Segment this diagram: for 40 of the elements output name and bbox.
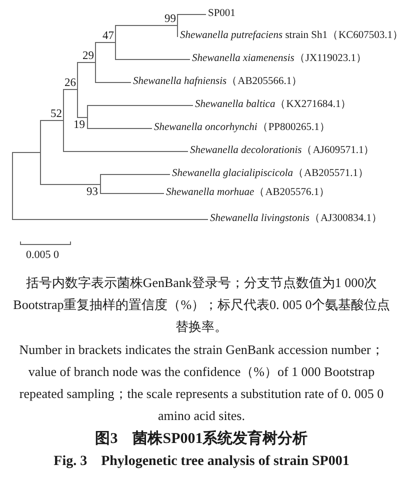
tree-branch: [12, 219, 208, 220]
figure-caption: Fig. 3 Phylogenetic tree analysis of strain SP001: [52, 453, 350, 471]
tree-branch: [100, 174, 170, 185]
taxon-label: Shewanella putrefaciens strain Sh1（KC607503.1）: [180, 30, 403, 42]
scale-label: 0.005 0: [26, 249, 59, 261]
taxon-label: Shewanella xiamenensis（JX119023.1）: [192, 53, 368, 65]
bootstrap-value: 26: [64, 77, 77, 89]
tree-branch: [40, 120, 64, 121]
tree-branch: [63, 89, 78, 121]
taxon-label: Shewanella oncorhynchi（PP800265.1）: [154, 122, 330, 134]
bootstrap-value: 19: [74, 119, 86, 131]
taxon-label: Shewanella hafniensis（AB205566.1）: [133, 76, 303, 88]
tree-branch: [95, 62, 132, 83]
tree-branch: [87, 117, 152, 129]
bootstrap-value: 52: [50, 108, 63, 120]
tree-branch: [77, 62, 96, 90]
taxon-label: Shewanella livingstonis（AJ300834.1）: [210, 213, 382, 225]
taxon-label: SP001: [208, 8, 236, 20]
figure-title: 图3 菌株SP001系统发育树分析: [94, 429, 309, 449]
taxon-label: Shewanella glacialipiscicola（AB205571.1）: [172, 168, 369, 180]
taxon-label: Shewanella baltica（KX271684.1）: [195, 99, 352, 111]
tree-branch: [95, 42, 116, 63]
tree-branch: [100, 184, 164, 194]
tree-branch: [115, 42, 190, 60]
bootstrap-value: 93: [86, 186, 99, 198]
figure-note: 括号内数字表示菌株GenBank登录号；分支节点数值为1 000次Bootstrap重复抽样的置信度（%）；标尺代表0. 005 0个氨基酸位点替换率。: [12, 274, 391, 336]
tree-branch: [77, 89, 88, 118]
tree-branch: [177, 25, 178, 37]
bootstrap-value: 47: [102, 30, 115, 42]
tree-branch: [87, 105, 194, 118]
bootstrap-value: 99: [164, 13, 177, 25]
tree-branch: [40, 184, 101, 185]
tree-branch: [177, 14, 206, 26]
tree-branch: [12, 152, 41, 153]
taxon-label: Shewanella decolorationis（AJ609571.1）: [190, 145, 375, 157]
taxon-label: Shewanella morhuae（AB205576.1）: [166, 187, 330, 199]
tree-branch: [63, 120, 188, 152]
figure-note: Number in brackets indicates the strain GenBank accession number； value of branch node was the confidence（%）of 1 000 Bootstrap repeated sampling；the scale represents a substitution rate of 0. 005 0 amino acid sites.: [18, 341, 385, 425]
bootstrap-value: 29: [82, 50, 95, 62]
tree-branch: [115, 25, 178, 43]
